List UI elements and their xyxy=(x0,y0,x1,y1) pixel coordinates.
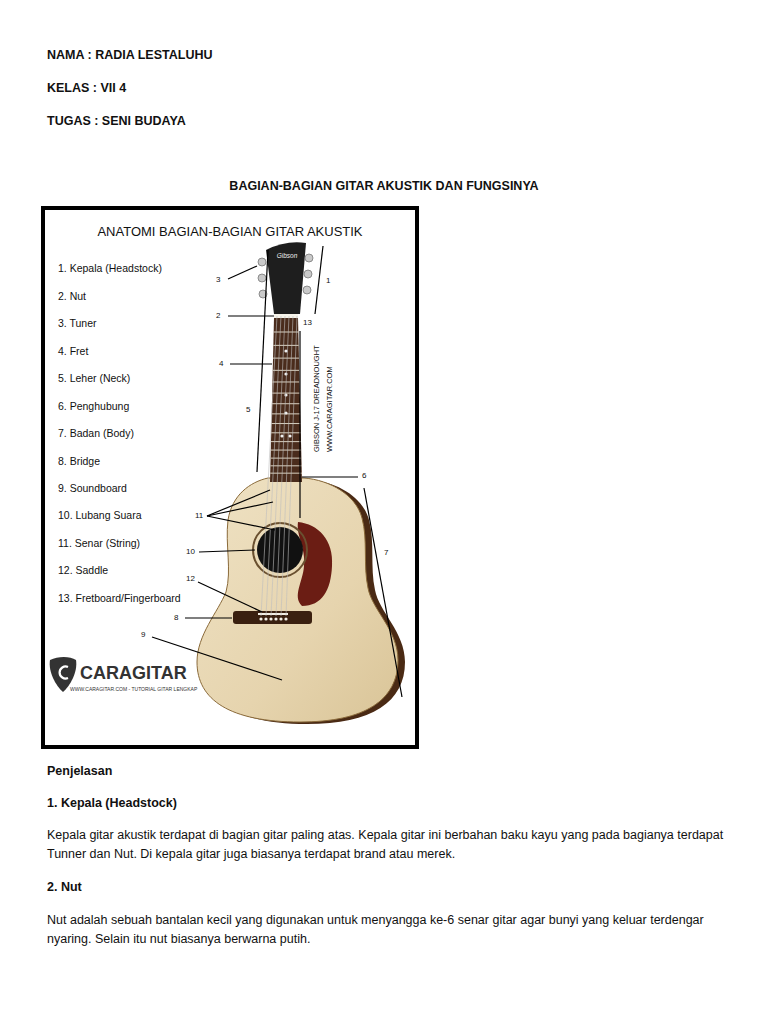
part-list-item: 11. Senar (String) xyxy=(58,537,140,550)
paragraph: Nut adalah sebuah bantalan kecil yang di… xyxy=(47,911,747,949)
model-name: GIBSON J-17 DREADNOUGHT xyxy=(312,345,321,452)
part-list-item: 7. Badan (Body) xyxy=(58,427,134,440)
part-list-item: 2. Nut xyxy=(58,290,86,303)
leader-lines xyxy=(152,246,402,697)
nut xyxy=(274,314,298,318)
part-list-item: 3. Tuner xyxy=(58,317,97,330)
callout-number: 13 xyxy=(303,318,312,328)
item-heading: 2. Nut xyxy=(47,880,82,895)
watermark: WWW.CARAGITAR.COM xyxy=(325,366,334,452)
strings xyxy=(261,316,297,616)
bridge-pins xyxy=(259,617,287,620)
callout-number: 1 xyxy=(326,276,330,286)
callout-number: 6 xyxy=(362,471,366,481)
header-field: TUGAS : SENI BUDAYA xyxy=(47,114,186,129)
part-list-item: 4. Fret xyxy=(58,345,88,358)
logo-tagline: WWW.CARAGITAR.COM - TUTORIAL GITAR LENGK… xyxy=(70,686,197,692)
logo-text: CARAGITAR xyxy=(80,662,187,684)
image-frame xyxy=(43,208,417,747)
callout-number: 7 xyxy=(384,548,388,558)
item-heading: 1. Kepala (Headstock) xyxy=(47,796,177,811)
fretboard xyxy=(270,318,302,482)
guitar-body xyxy=(197,478,398,722)
part-list-item: 8. Bridge xyxy=(58,455,100,468)
bridge xyxy=(233,611,312,624)
document-title: BAGIAN-BAGIAN GITAR AKUSTIK DAN FUNGSINY… xyxy=(0,179,768,194)
section-heading: Penjelasan xyxy=(47,764,112,779)
callout-number: 11 xyxy=(195,511,203,521)
callout-number: 4 xyxy=(219,359,223,369)
part-list-item: 9. Soundboard xyxy=(58,482,127,495)
part-list-item: 10. Lubang Suara xyxy=(58,509,142,522)
callout-number: 2 xyxy=(216,311,220,321)
logo-pick-mark xyxy=(60,667,68,679)
part-list-item: 5. Leher (Neck) xyxy=(58,372,130,385)
brand-logo: Gibson xyxy=(270,252,304,260)
headstock xyxy=(266,242,306,314)
callout-number: 10 xyxy=(186,547,195,557)
callout-number: 5 xyxy=(246,405,250,415)
image-heading: ANATOMI BAGIAN-BAGIAN GITAR AKUSTIK xyxy=(43,224,417,240)
header-field: NAMA : RADIA LESTALUHU xyxy=(47,48,213,63)
part-list-item: 6. Penghubung xyxy=(58,400,129,413)
paragraph: Kepala gitar akustik terdapat di bagian … xyxy=(47,826,747,864)
callout-number: 3 xyxy=(216,275,220,285)
rosette xyxy=(253,523,307,577)
saddle xyxy=(258,613,288,615)
part-list-item: 13. Fretboard/Fingerboard xyxy=(58,592,181,605)
callout-number: 9 xyxy=(141,630,145,640)
callout-number: 8 xyxy=(174,613,178,623)
part-list-item: 1. Kepala (Headstock) xyxy=(58,262,162,275)
callout-number: 12 xyxy=(186,574,195,584)
part-list-item: 12. Saddle xyxy=(58,564,108,577)
header-field: KELAS : VII 4 xyxy=(47,81,126,96)
